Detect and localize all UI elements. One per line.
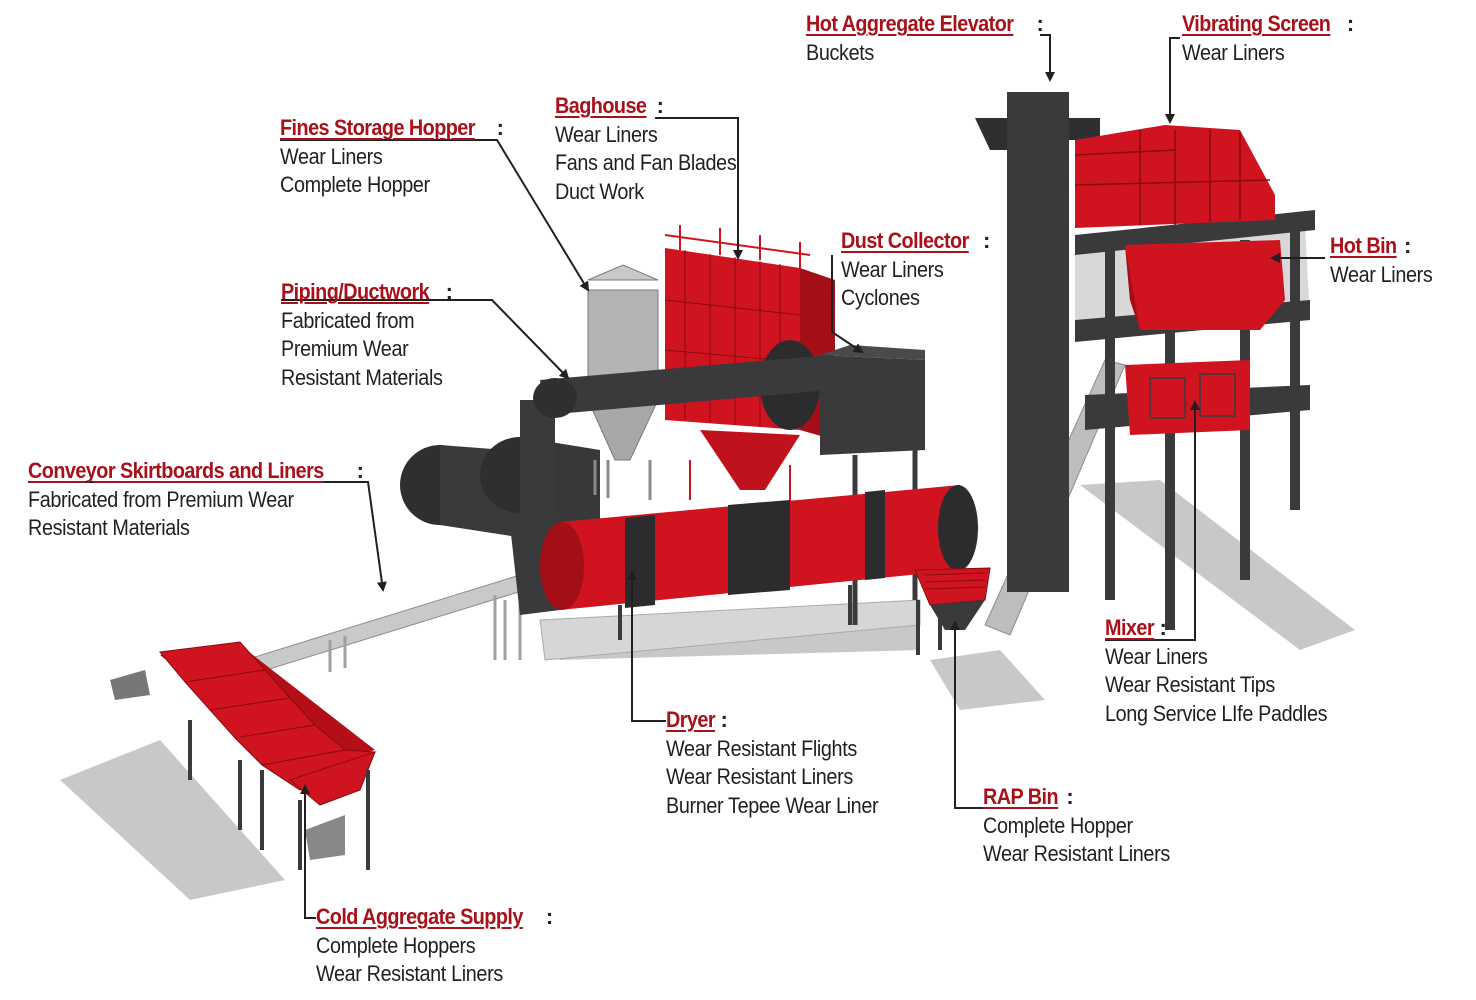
callout-line: Premium Wear [281,336,409,361]
callout-mixer: Mixer: Wear Liners Wear Resistant Tips L… [1105,614,1352,728]
callout-dust-collector: Dust Collector: Wear Liners Cyclones [841,227,990,313]
hot-elevator [975,92,1100,592]
cold-feed-conveyor [244,574,526,676]
callout-vibrating-screen: Vibrating Screen: Wear Liners [1182,10,1354,67]
callout-title: Conveyor Skirtboards and Liners [28,458,324,483]
callout-line: Wear Liners [841,256,944,282]
callout-title: Vibrating Screen [1182,11,1331,36]
callout-line: Wear Resistant Liners [316,961,503,986]
callout-line: Complete Hoppers [316,932,476,958]
callout-line: Fans and Fan Blades [555,150,737,175]
callout-title: Mixer [1105,615,1155,640]
callout-line: Duct Work [555,178,644,204]
callout-title: Hot Aggregate Elevator [806,11,1014,36]
callout-line: Complete Hopper [280,172,430,197]
mixer-unit [1125,360,1250,435]
callout-line: Wear Liners [1182,39,1285,65]
callout-line: Wear Liners [1105,643,1208,669]
callout-line: Wear Resistant Flights [666,735,857,761]
callout-title: Dust Collector [841,228,969,253]
callout-hot-aggregate-elevator: Hot Aggregate Elevator: Buckets [806,10,1044,67]
dryer-drum [510,485,978,640]
cold-feed-bins [110,641,377,870]
callout-line: Wear Resistant Liners [983,841,1170,866]
callout-hot-bin: Hot Bin: Wear Liners [1330,232,1444,289]
vibrating-screen-unit [1074,125,1275,228]
callout-line: Fabricated from [281,307,415,333]
leader-lines [28,34,1325,919]
callout-piping-ductwork: Piping/Ductwork: Fabricated from Premium… [281,278,460,392]
callout-conveyor-skirtboards: Conveyor Skirtboards and Liners: Fabrica… [28,457,364,543]
callout-line: Wear Liners [555,121,658,147]
callout-title: Dryer [666,707,716,732]
callout-line: Long Service LIfe Paddles [1105,700,1328,726]
callout-line: Wear Resistant Liners [666,764,853,789]
callout-title: Fines Storage Hopper [280,115,475,140]
hot-bin-unit [1125,240,1285,330]
callout-title: Baghouse [555,93,647,118]
callout-line: Resistant Materials [28,515,190,540]
callout-fines-storage-hopper: Fines Storage Hopper: Wear Liners Comple… [280,114,504,200]
callout-title: Cold Aggregate Supply [316,904,523,929]
callout-line: Buckets [806,39,874,65]
callout-baghouse: Baghouse: Wear Liners Fans and Fan Blade… [555,92,757,206]
callout-title: RAP Bin [983,784,1059,809]
callout-line: Burner Tepee Wear Liner [666,792,879,818]
callout-title: Piping/Ductwork [281,279,430,304]
callout-title: Hot Bin [1330,233,1397,258]
callout-dryer: Dryer: Wear Resistant Flights Wear Resis… [666,706,902,820]
callout-line: Resistant Materials [281,364,443,390]
callout-line: Wear Liners [280,143,383,169]
callout-line: Complete Hopper [983,812,1133,838]
callout-line: Wear Liners [1330,261,1433,287]
callout-line: Wear Resistant Tips [1105,672,1275,697]
callout-cold-aggregate-supply: Cold Aggregate Supply: Complete Hoppers … [316,903,553,989]
callout-rap-bin: RAP Bin: Complete Hopper Wear Resistant … [983,783,1191,869]
callout-line: Fabricated from Premium Wear [28,486,294,512]
callout-line: Cyclones [841,285,920,310]
